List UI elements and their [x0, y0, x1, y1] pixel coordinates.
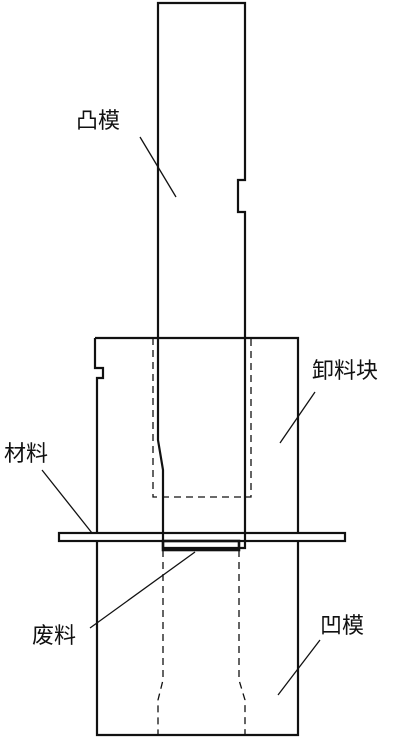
punch-label: 凸模: [76, 109, 121, 134]
punch-outline: [156, 1, 247, 550]
punch-leader: [139, 136, 177, 198]
die-hidden-bore: [157, 550, 246, 735]
stripper-hidden-bore: [152, 338, 252, 498]
die-label: 凹模: [320, 614, 365, 639]
stripper-outline: [93, 336, 300, 533]
material-label: 材料: [4, 442, 49, 467]
stripper-leader: [279, 391, 316, 444]
scrap-leader: [89, 551, 196, 629]
die-leader: [277, 639, 321, 696]
die-outline: [95, 541, 300, 737]
scrap-label: 废料: [32, 624, 77, 649]
stripper-label: 卸料块: [312, 359, 379, 384]
scrap-slug: [161, 539, 241, 552]
material-leader: [41, 469, 93, 534]
